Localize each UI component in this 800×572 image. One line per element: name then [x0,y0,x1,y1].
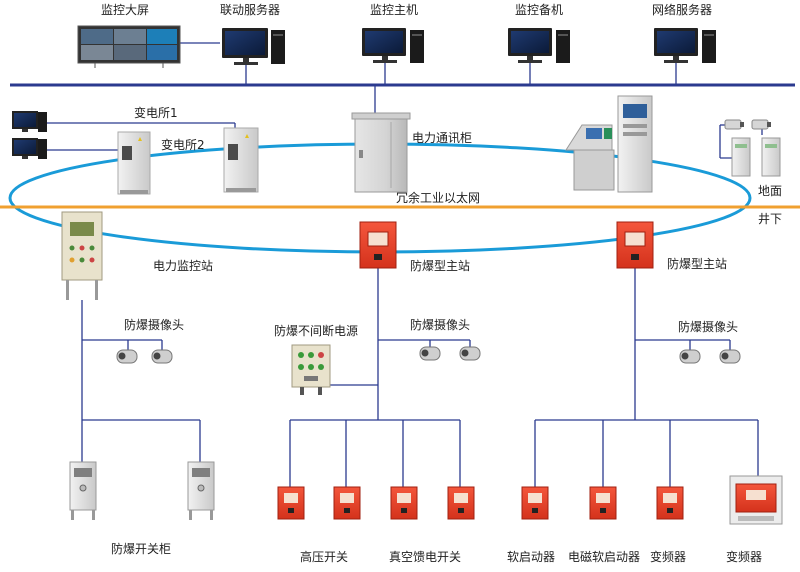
ups-label: 防爆不间断电源 [274,324,359,338]
substation-cabinet-1-icon [117,131,151,195]
monitor-backup-label: 监控备机 [515,3,564,17]
camera-left-1-icon [116,349,138,364]
switch-cabinet-label: 防爆开关柜 [111,542,172,556]
camera-mid-1-icon [419,346,441,361]
camera-left-2-icon [151,349,173,364]
underground-label: 井下 [758,212,783,226]
camera-right-2-icon [719,349,741,364]
camera-right-label: 防爆摄像头 [678,320,739,334]
soft-starter-icon [521,486,549,520]
explosion-main-station-1-icon [359,221,397,269]
substation-cabinet-2-icon [223,127,259,193]
linkage-server-label: 联动服务器 [220,3,281,17]
substation-1-label: 变电所1 [134,106,178,120]
em-soft-starter-label: 电磁软启动器 [568,550,641,564]
camera-mid-2-icon [459,346,481,361]
ground-camera-1-icon [724,119,744,130]
ground-cabinet-2-icon [761,137,781,177]
hv-switch-2-icon [333,486,361,520]
vacuum-switch-1-icon [390,486,418,520]
inverter-1-label: 变频器 [650,550,687,564]
ground-label: 地面 [758,184,783,198]
screen-label: 监控大屏 [101,3,150,17]
explosion-main-station-2-icon [616,221,654,269]
substation-2-label: 变电所2 [161,138,205,152]
vacuum-switch-label: 真空馈电开关 [389,550,462,564]
control-desk-icon [565,124,615,191]
hv-switch-label: 高压开关 [300,550,349,564]
monitor-host-label: 监控主机 [370,3,419,17]
power-monitor-station-icon [61,211,103,300]
control-cabinet-icon [617,95,653,193]
inverter-2-icon [729,475,783,525]
ground-cabinet-1-icon [731,137,751,177]
switch-cabinet-1-icon [69,461,97,520]
camera-right-1-icon [679,349,701,364]
monitor-host-pc-icon [362,28,424,63]
ups-device-icon [291,344,331,395]
comm-cabinet-label: 电力通讯柜 [412,131,473,145]
ethernet-label: 冗余工业以太网 [396,191,481,205]
explosion-main-station-1-label: 防爆型主站 [410,259,471,273]
video-wall-icon [77,25,181,68]
camera-left-label: 防爆摄像头 [124,318,185,332]
camera-mid-label: 防爆摄像头 [410,318,471,332]
explosion-main-station-2-label: 防爆型主站 [667,257,728,271]
network-server-pc-icon [654,28,716,63]
switch-cabinet-2-icon [187,461,215,520]
power-monitor-station-label: 电力监控站 [153,259,214,273]
ground-camera-2-icon [751,119,771,130]
inverter-1-icon [656,486,684,520]
inverter-2-label: 变频器 [726,550,763,564]
soft-starter-label: 软启动器 [507,550,556,564]
power-comm-cabinet-icon [351,112,411,193]
hv-switch-1-icon [277,486,305,520]
substation-2-pc-icon [12,138,47,159]
monitor-backup-pc-icon [508,28,570,63]
network-server-label: 网络服务器 [652,3,713,17]
em-soft-starter-icon [589,486,617,520]
vacuum-switch-2-icon [447,486,475,520]
linkage-server-pc-icon [222,28,285,65]
substation-1-pc-icon [12,111,47,132]
